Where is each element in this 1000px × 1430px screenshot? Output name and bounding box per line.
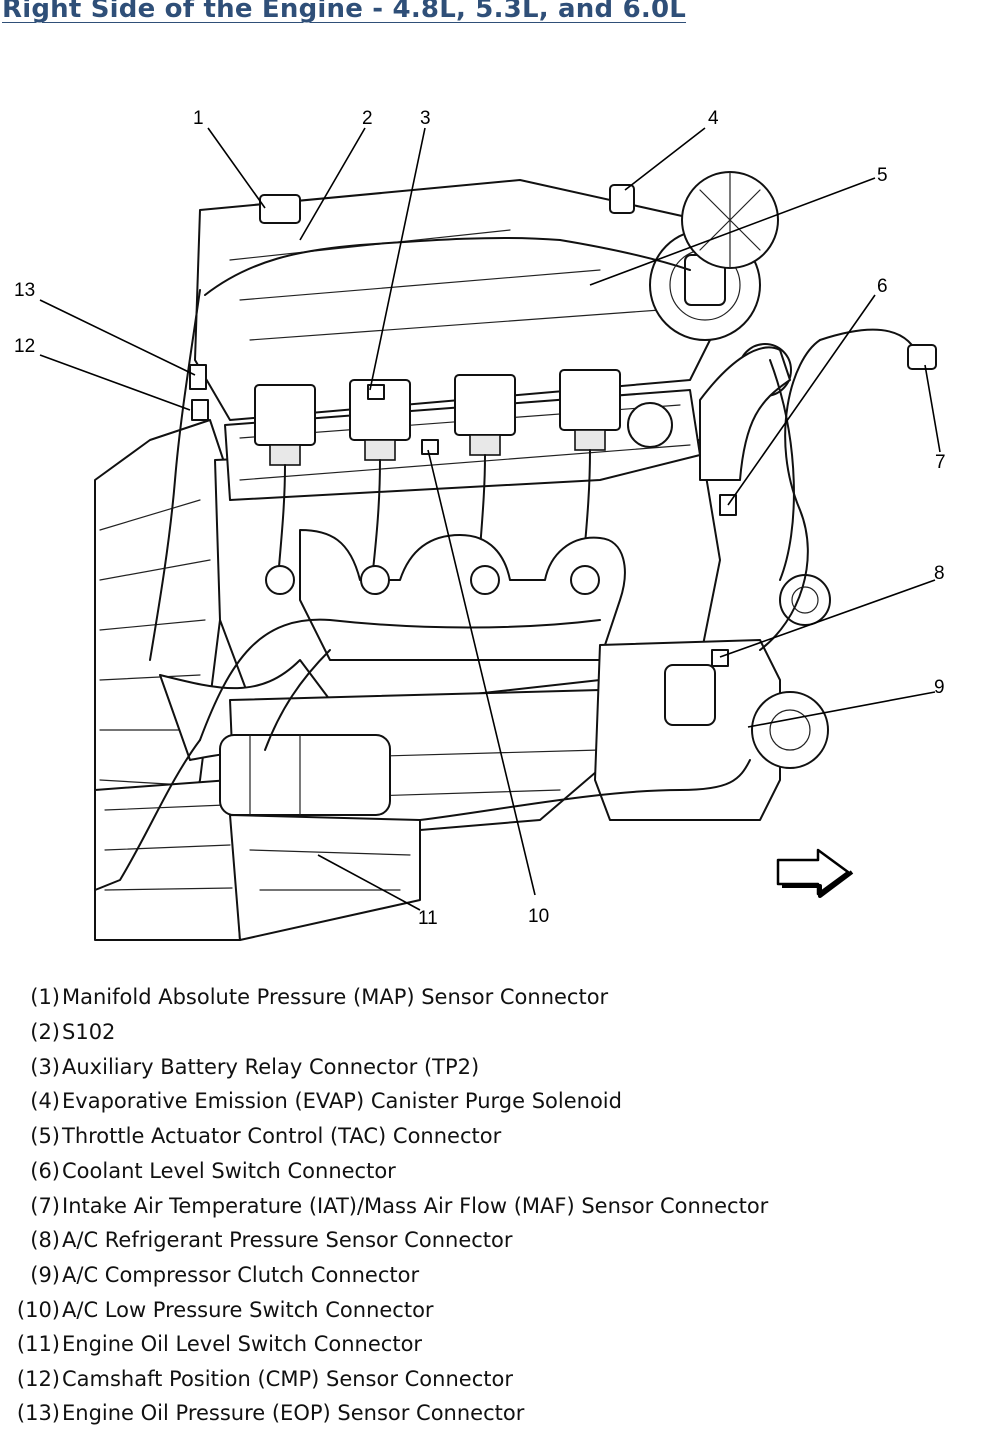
callout-13: 13 <box>14 280 35 301</box>
legend-number: (5) <box>30 1124 60 1148</box>
legend-number: (13) <box>16 1401 60 1425</box>
legend-number: (9) <box>30 1263 60 1287</box>
legend-text: Engine Oil Pressure (EOP) Sensor Connect… <box>62 1401 525 1425</box>
legend-text: A/C Low Pressure Switch Connector <box>62 1298 434 1322</box>
legend-text: Engine Oil Level Switch Connector <box>62 1332 423 1356</box>
callout-8: 8 <box>934 563 945 584</box>
callout-12: 12 <box>14 336 35 357</box>
callout-2: 2 <box>362 108 373 129</box>
callout-leaders <box>39 127 941 911</box>
legend-number: (2) <box>30 1020 60 1044</box>
legend-text: Intake Air Temperature (IAT)/Mass Air Fl… <box>62 1194 769 1218</box>
callout-5: 5 <box>877 165 888 186</box>
legend-number: (11) <box>16 1332 60 1356</box>
legend-text: Manifold Absolute Pressure (MAP) Sensor … <box>62 985 609 1009</box>
callout-4: 4 <box>708 108 719 129</box>
callout-7: 7 <box>935 452 946 473</box>
legend-number: (7) <box>30 1194 60 1218</box>
legend-number: (4) <box>30 1089 60 1113</box>
legend-text: S102 <box>62 1020 116 1044</box>
legend-number: (12) <box>16 1367 60 1391</box>
callout-6: 6 <box>877 276 888 297</box>
legend-number: (1) <box>30 985 60 1009</box>
legend-number: (8) <box>30 1228 60 1252</box>
engine-diagram: 1 2 3 4 5 6 7 8 9 10 11 12 13 <box>14 108 946 941</box>
callout-11: 11 <box>418 908 438 929</box>
legend-text: Camshaft Position (CMP) Sensor Connector <box>62 1367 513 1391</box>
callout-9: 9 <box>934 677 945 698</box>
legend-text: A/C Compressor Clutch Connector <box>62 1263 420 1287</box>
engine-illustration <box>94 171 937 941</box>
page-title: Right Side of the Engine - 4.8L, 5.3L, a… <box>2 0 687 24</box>
legend-number: (3) <box>30 1055 60 1079</box>
legend-text: Auxiliary Battery Relay Connector (TP2) <box>62 1055 480 1079</box>
callout-labels: 1 2 3 4 5 6 7 8 9 10 11 12 13 <box>14 108 946 929</box>
legend-text: Coolant Level Switch Connector <box>62 1159 396 1183</box>
legend-number: (6) <box>30 1159 60 1183</box>
legend-text: Evaporative Emission (EVAP) Canister Pur… <box>62 1089 622 1113</box>
right-arrow-icon <box>776 848 854 898</box>
legend-text: Throttle Actuator Control (TAC) Connecto… <box>62 1124 502 1148</box>
callout-3: 3 <box>420 108 431 129</box>
callout-10: 10 <box>528 906 549 927</box>
callout-1: 1 <box>193 108 204 129</box>
legend-text: A/C Refrigerant Pressure Sensor Connecto… <box>62 1228 513 1252</box>
legend-number: (10) <box>16 1298 60 1322</box>
